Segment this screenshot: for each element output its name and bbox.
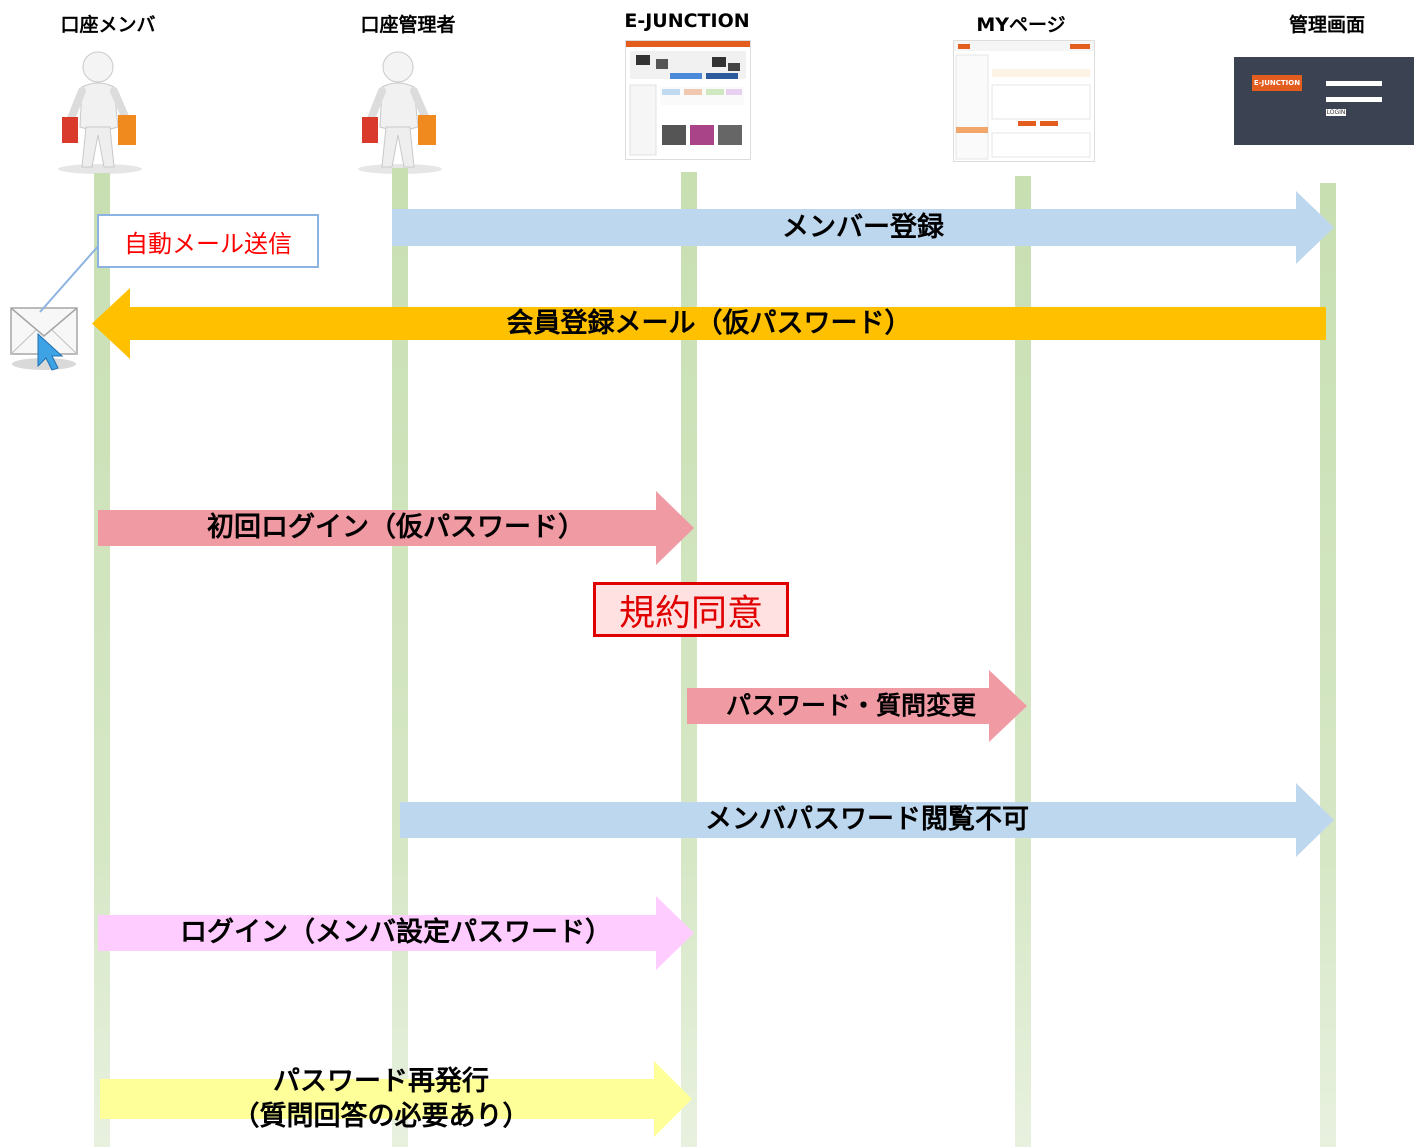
lane-title-account-admin: 口座管理者 [360, 14, 456, 36]
arrow-label: メンバパスワード閲覧不可 [705, 804, 1029, 836]
mail-icon [8, 304, 80, 374]
arrow-member-registration: メンバー登録 [392, 191, 1334, 264]
lifeline-ejunction [681, 172, 697, 1147]
arrow-first-login: 初回ログイン（仮パスワード） [98, 491, 694, 565]
member-figure-icon [42, 45, 154, 175]
user-id-field[interactable] [1326, 81, 1382, 86]
admin-figure-icon [342, 45, 454, 175]
arrow-label: ログイン（メンバ設定パスワード） [180, 917, 612, 949]
auto-email-callout: 自動メール送信 [97, 214, 319, 268]
arrow-login-member-password: ログイン（メンバ設定パスワード） [98, 896, 694, 970]
arrow-label: パスワード・質問変更 [725, 690, 976, 720]
arrow-password-reissue: パスワード再発行 （質問回答の必要あり） [100, 1061, 692, 1137]
arrow-shape [98, 896, 694, 970]
ejunction-logo: E-JUNCTION [1252, 75, 1302, 91]
lifeline-account-admin [392, 168, 408, 1147]
arrow-shape [98, 491, 694, 565]
arrow-label: 会員登録メール（仮パスワード） [506, 307, 912, 339]
lifeline-admin-screen [1320, 183, 1336, 1147]
arrow-shape [92, 288, 1326, 359]
arrow-password-question-change: パスワード・質問変更 [687, 670, 1027, 742]
login-button[interactable]: LOGIN [1326, 109, 1346, 116]
lane-title-admin-screen: 管理画面 [1288, 14, 1365, 36]
terms-agreement-box: 規約同意 [593, 582, 789, 637]
arrow-password-not-viewable: メンバパスワード閲覧不可 [400, 783, 1334, 857]
arrow-label: 初回ログイン（仮パスワード） [207, 512, 585, 544]
arrow-shape [400, 783, 1334, 857]
lifeline-mypage [1015, 176, 1031, 1147]
lane-title-ejunction: E-JUNCTION [624, 10, 750, 32]
arrow-shape [687, 670, 1027, 742]
arrow-label: メンバー登録 [782, 211, 944, 243]
callout-connector [39, 243, 101, 313]
password-field[interactable] [1326, 97, 1382, 102]
admin-screen-thumbnail: E-JUNCTION LOGIN [1234, 57, 1414, 145]
lane-title-member: 口座メンバ [60, 14, 156, 36]
ejunction-site-thumbnail [625, 40, 751, 160]
mypage-thumbnail [953, 40, 1095, 162]
arrow-shape [100, 1061, 692, 1137]
arrow-registration-email: 会員登録メール（仮パスワード） [92, 288, 1326, 359]
arrow-label: パスワード再発行 （質問回答の必要あり） [232, 1065, 530, 1132]
arrow-shape [392, 191, 1334, 264]
lifeline-member [94, 173, 110, 1147]
lane-title-mypage: MYページ [976, 14, 1066, 36]
